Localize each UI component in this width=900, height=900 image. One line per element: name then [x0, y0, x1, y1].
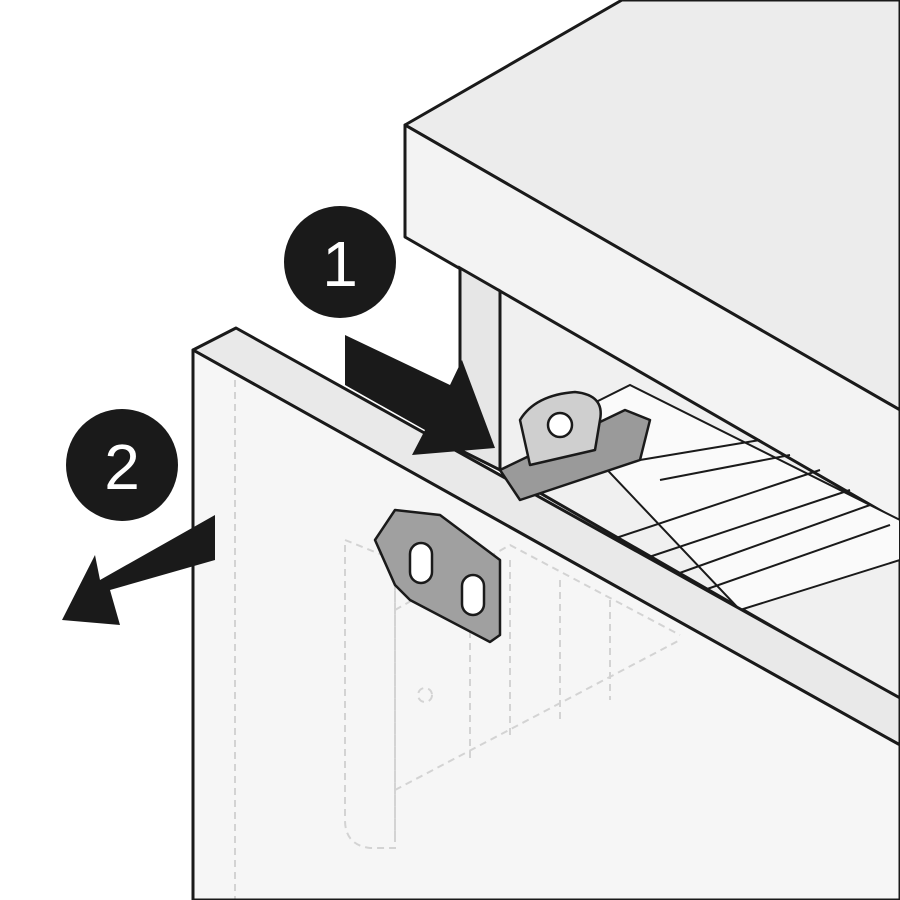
slat-line: [659, 454, 791, 481]
slat-line: [659, 504, 871, 581]
step-marker-2: 2: [66, 409, 178, 521]
arrow-step-1: [345, 335, 495, 455]
slat-line: [689, 524, 891, 596]
drawer-front-panel: [191, 326, 900, 900]
slab-front-face: [403, 123, 900, 524]
step-number-2: 2: [104, 431, 140, 503]
front-panel-face: [191, 348, 900, 900]
plate-slot: [460, 573, 486, 617]
arrow-step-2: [62, 515, 215, 625]
step-marker-1: 1: [284, 206, 396, 318]
hinge-clip: [373, 390, 652, 644]
cabinet-top-slab: [403, 0, 900, 524]
plate-slot: [408, 541, 434, 585]
cam-hole: [546, 411, 574, 439]
slat-line: [639, 439, 761, 461]
slat-line: [639, 489, 851, 561]
slat-line: [609, 469, 821, 541]
step-number-1: 1: [322, 228, 358, 300]
